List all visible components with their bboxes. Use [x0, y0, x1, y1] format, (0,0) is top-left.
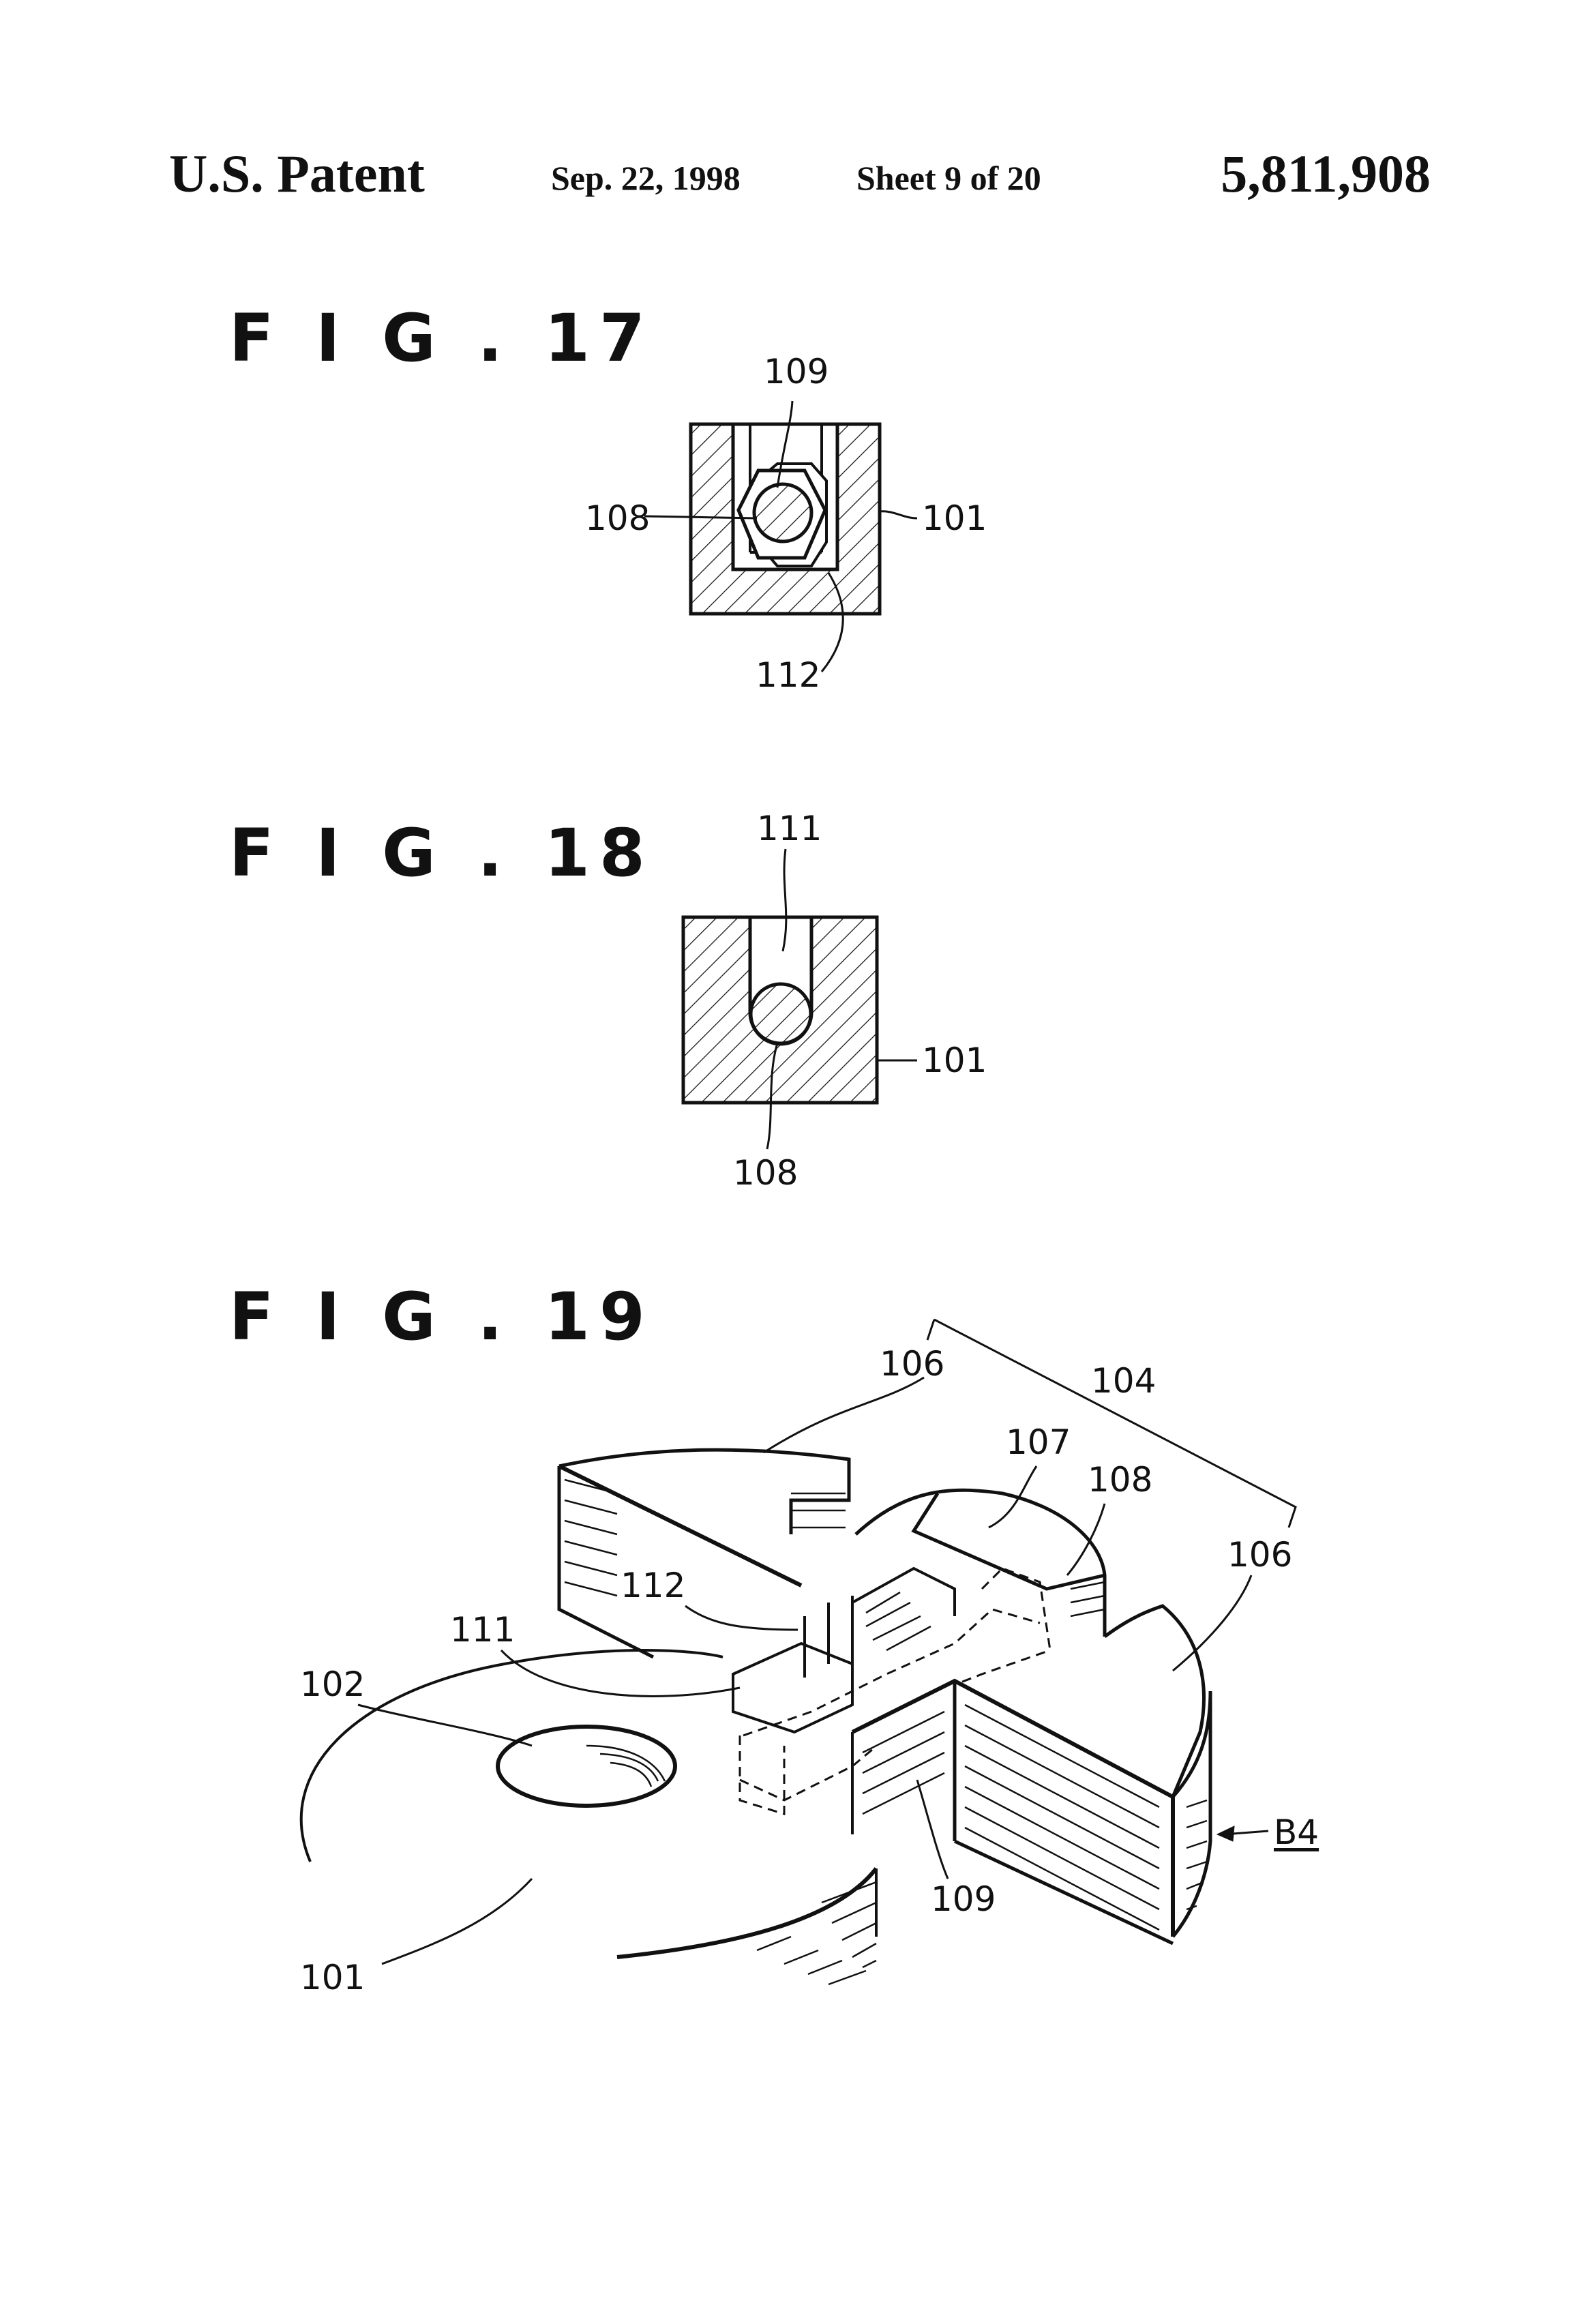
fig18-ref-101: 101: [922, 1043, 987, 1077]
fig19-ref-107: 107: [1006, 1425, 1071, 1459]
fig17-ref-112: 112: [756, 658, 820, 692]
fig17-ref-101: 101: [922, 501, 987, 535]
fig19-ref-102: 102: [300, 1667, 365, 1701]
fig19-ref-104: 104: [1091, 1364, 1156, 1398]
fig19-ref-111: 111: [450, 1613, 515, 1647]
fig17-ref-108: 108: [585, 501, 650, 535]
fig19-ref-106-left: 106: [880, 1347, 944, 1381]
fig19-ref-b4: B4: [1274, 1815, 1319, 1849]
fig19-ref-106-right: 106: [1227, 1538, 1292, 1572]
fig18-drawing: [683, 849, 917, 1149]
fig19-drawing: [301, 1320, 1296, 1984]
fig19-ref-109: 109: [931, 1882, 996, 1916]
fig19-ref-101: 101: [300, 1961, 365, 1995]
fig17-drawing: [644, 401, 917, 672]
fig17-ref-109: 109: [764, 355, 829, 389]
fig19-ref-112: 112: [621, 1568, 685, 1603]
fig19-ref-108: 108: [1088, 1463, 1152, 1497]
fig18-ref-111: 111: [757, 811, 822, 846]
fig18-ref-108: 108: [733, 1156, 798, 1190]
